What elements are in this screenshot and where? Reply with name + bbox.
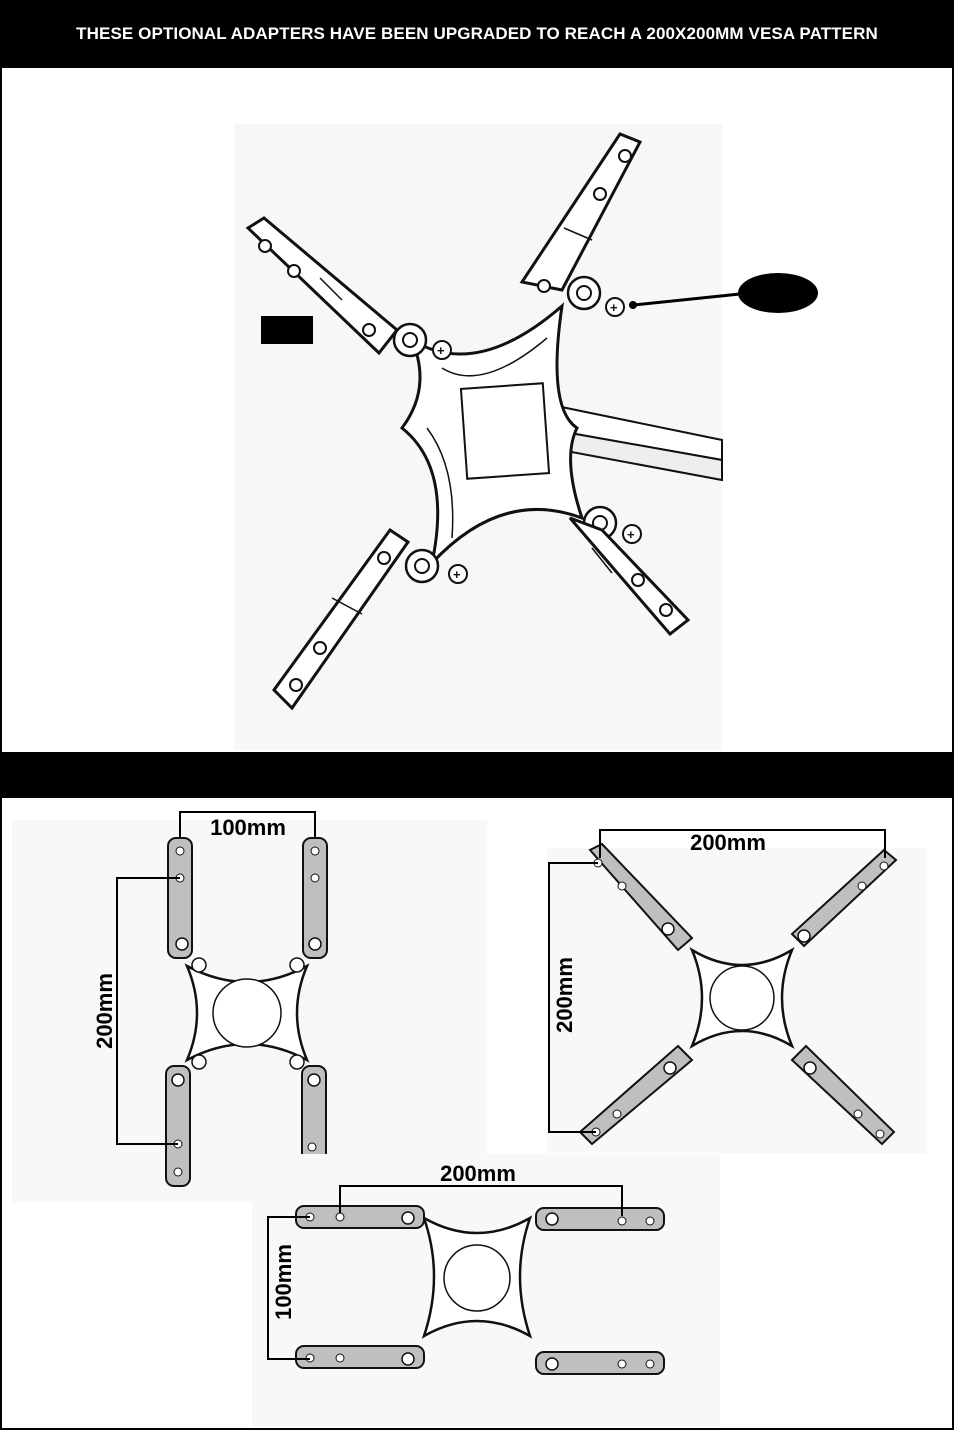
svg-text:+: + xyxy=(627,527,635,542)
adapter-upper-left xyxy=(245,216,400,356)
svg-text:+: + xyxy=(453,567,461,582)
callout-leader-dot xyxy=(629,301,637,309)
assembly-illustration: + + + + xyxy=(234,124,818,750)
adapter-upper-right xyxy=(519,132,643,293)
callout-oval xyxy=(738,273,818,313)
part-label-box xyxy=(261,316,313,344)
configurations-panel: 100mm 200mm 200mm xyxy=(2,798,952,1428)
adapter-lower-left xyxy=(272,527,411,711)
adapter-lower-right xyxy=(568,516,691,637)
svg-text:+: + xyxy=(437,343,445,358)
config-b-height: 200mm xyxy=(552,957,577,1033)
center-plate xyxy=(399,302,585,568)
configurations-illustration: 100mm 200mm 200mm xyxy=(12,811,927,1426)
config-c-height: 100mm xyxy=(271,1244,296,1320)
config-c: 200mm 100mm xyxy=(252,1154,720,1426)
config-b-width: 200mm xyxy=(690,830,766,855)
svg-text:+: + xyxy=(610,300,618,315)
header-title: THESE OPTIONAL ADAPTERS HAVE BEEN UPGRAD… xyxy=(76,24,878,43)
section-banner xyxy=(0,752,954,798)
header-banner: THESE OPTIONAL ADAPTERS HAVE BEEN UPGRAD… xyxy=(0,0,954,68)
config-b: 200mm 200mm xyxy=(547,829,927,1153)
plate-bosses xyxy=(392,275,618,584)
config-a: 100mm 200mm xyxy=(12,811,487,1202)
config-c-width: 200mm xyxy=(440,1161,516,1186)
config-a-height: 200mm xyxy=(92,973,117,1049)
screws: + + + + xyxy=(432,297,642,584)
assembly-illustration-panel: + + + + xyxy=(2,68,952,752)
config-a-width: 100mm xyxy=(210,815,286,840)
callout-leader-line xyxy=(633,292,741,307)
